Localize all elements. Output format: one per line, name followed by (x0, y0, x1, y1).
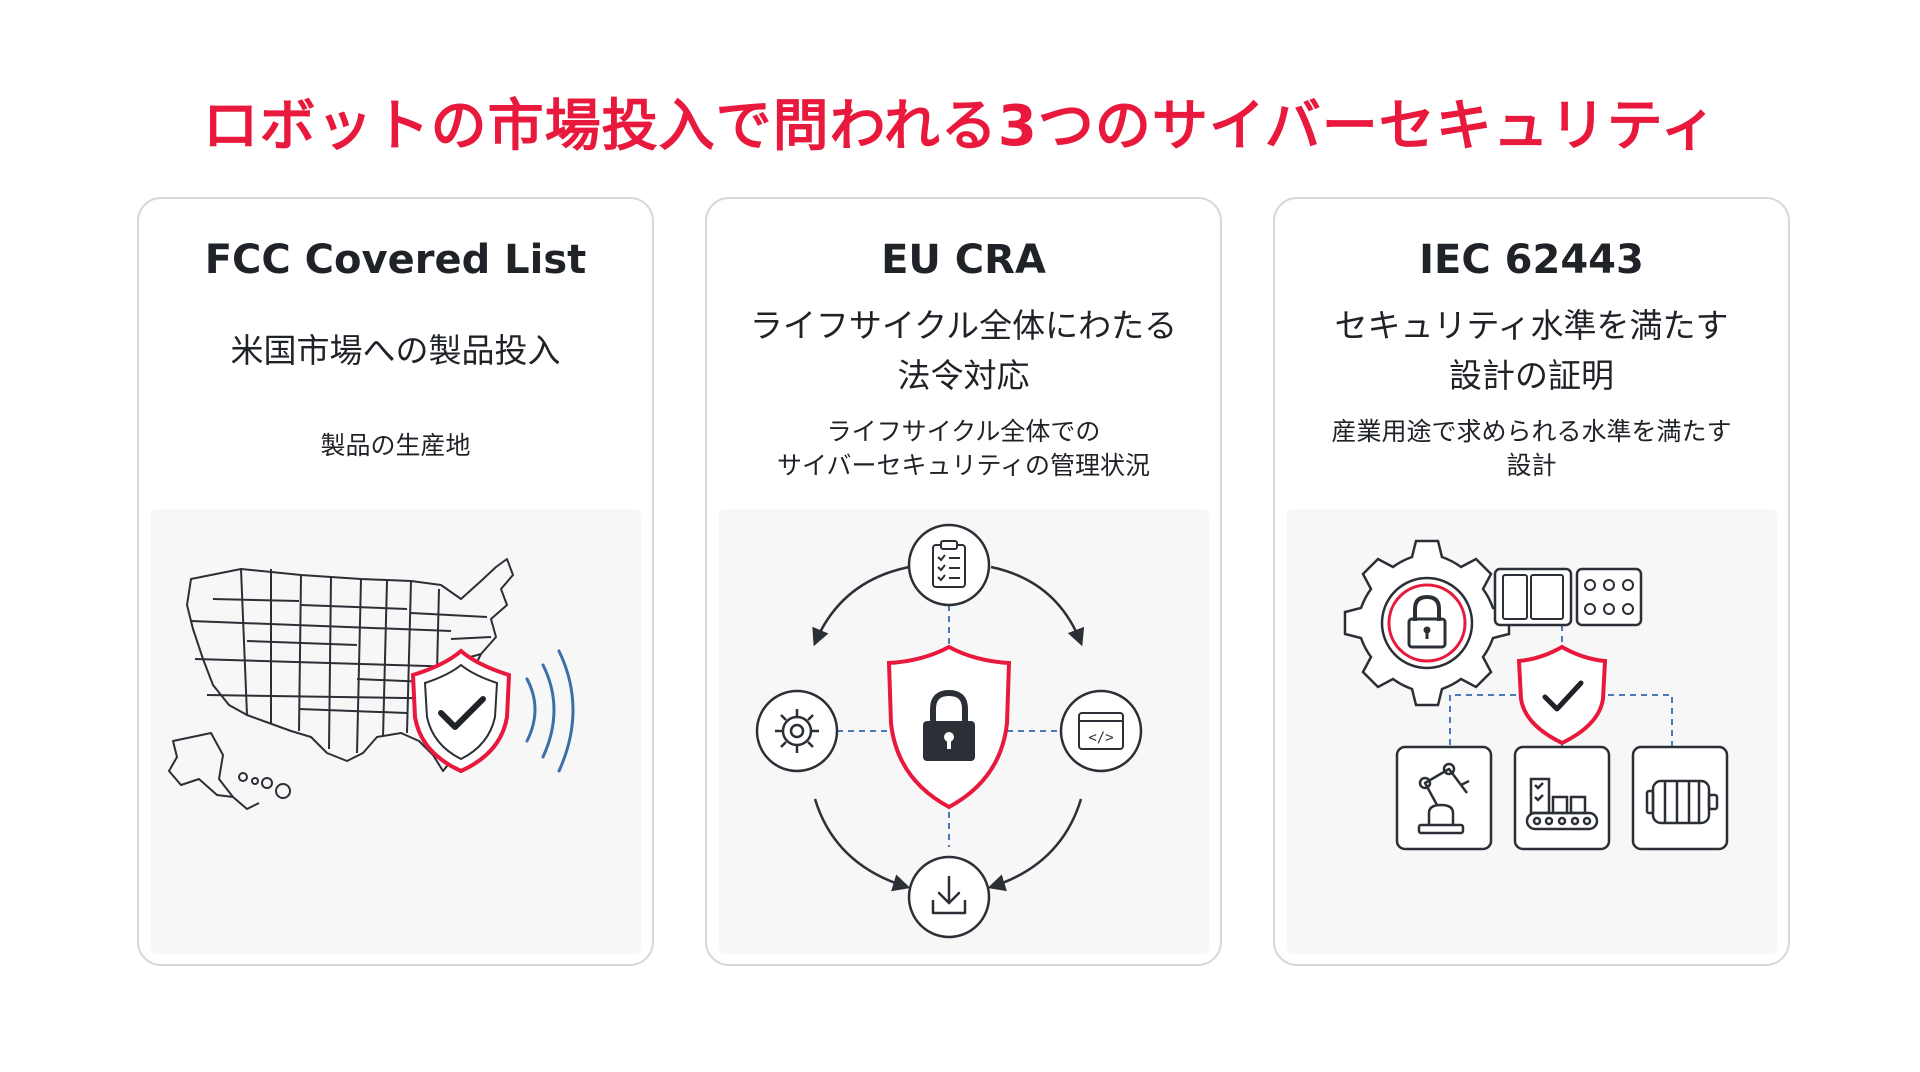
card-subtitle: 米国市場への製品投入 (139, 326, 652, 376)
us-map-illustration (151, 509, 641, 954)
card-subtitle: ライフサイクル全体にわたる 法令対応 (707, 301, 1220, 401)
card-note: 製品の生産地 (139, 429, 652, 463)
card-note-line: サイバーセキュリティの管理状況 (776, 451, 1150, 480)
card-iec-62443: IEC 62443 セキュリティ水準を満たす 設計の証明 産業用途で求められる水… (1273, 197, 1790, 966)
clipboard-checklist-icon (907, 523, 991, 607)
gear-lock-icon (1343, 539, 1511, 707)
card-subtitle-line: 法令対応 (897, 356, 1030, 395)
svg-text:</>: </> (1088, 730, 1113, 746)
us-map-icon (168, 558, 575, 810)
signal-waves-icon (525, 649, 575, 773)
control-panel-icon (1493, 567, 1643, 627)
card-note: 産業用途で求められる水準を満たす 設計 (1275, 415, 1788, 483)
card-note: ライフサイクル全体での サイバーセキュリティの管理状況 (707, 415, 1220, 483)
gear-icon (755, 689, 839, 773)
slide-title: ロボットの市場投入で問われる3つのサイバーセキュリティ (202, 94, 1718, 159)
card-title: IEC 62443 (1419, 237, 1644, 283)
cycle-arrows-icon (812, 565, 1085, 892)
card-note-line: ライフサイクル全体での (826, 417, 1101, 446)
motor-icon (1631, 745, 1729, 851)
card-subtitle: セキュリティ水準を満たす 設計の証明 (1275, 301, 1788, 401)
card-eu-cra: EU CRA ライフサイクル全体にわたる 法令対応 ライフサイクル全体での サイ… (705, 197, 1222, 966)
code-window-icon: </> (1059, 689, 1143, 773)
robot-arm-icon (1395, 745, 1493, 851)
download-icon (907, 855, 991, 939)
card-title: FCC Covered List (204, 237, 587, 283)
card-subtitle-line: ライフサイクル全体にわたる (749, 306, 1178, 345)
card-title: EU CRA (881, 237, 1046, 283)
card-subtitle-line: 設計の証明 (1449, 356, 1614, 395)
card-note-line: 設計 (1506, 451, 1557, 480)
card-fcc-covered-list: FCC Covered List 米国市場への製品投入 製品の生産地 (137, 197, 654, 966)
shield-check-icon (410, 648, 512, 774)
card-note-line: 産業用途で求められる水準を満たす (1331, 417, 1732, 446)
lifecycle-illustration: </> (719, 509, 1209, 954)
shield-lock-icon (886, 644, 1012, 810)
card-subtitle-line: セキュリティ水準を満たす (1334, 306, 1729, 345)
card-subtitle-line: 米国市場への製品投入 (230, 331, 561, 370)
industrial-illustration (1287, 509, 1777, 954)
shield-check-icon (1516, 644, 1608, 746)
card-note-line: 製品の生産地 (320, 431, 471, 460)
conveyor-icon (1513, 745, 1611, 851)
